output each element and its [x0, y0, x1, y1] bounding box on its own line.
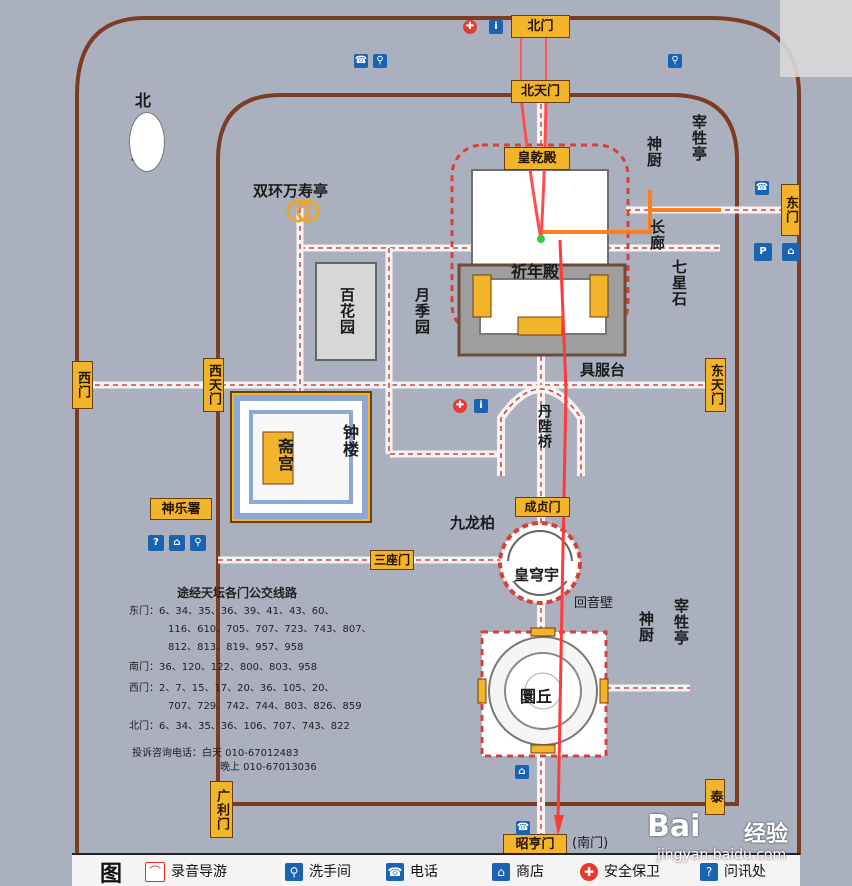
parking-icon[interactable]: P — [754, 243, 772, 261]
yuejiyuan-label: 月季园 — [413, 287, 431, 335]
tai-gate[interactable]: 泰 — [705, 779, 725, 815]
zaishengting-bottom-label: 宰牲亭 — [672, 598, 690, 646]
legend-security: ✚安全保卫 — [580, 861, 660, 881]
toilet-icon[interactable]: ⚲ — [373, 54, 387, 68]
info-icon[interactable]: i — [489, 20, 503, 34]
transit-east-3: 812、813、819、957、958 — [168, 642, 304, 653]
west-heaven-gate[interactable]: 西天门 — [203, 358, 224, 412]
shop-icon[interactable]: ⌂ — [169, 535, 185, 551]
toilet-icon[interactable]: ⚲ — [190, 535, 206, 551]
transit-title: 途经天坛各门公交线路 — [177, 586, 298, 600]
shop-icon[interactable]: ⌂ — [782, 243, 800, 261]
qixingshi-label: 七星石 — [670, 259, 688, 307]
legend-bar — [72, 853, 800, 886]
shop-icon: ⌂ — [492, 863, 510, 881]
security-icon[interactable]: ✚ — [453, 399, 467, 413]
transit-east-2: 116、610、705、707、723、743、807、 — [168, 624, 372, 635]
transit-complaint: 投诉咨询电话：白天 010-67012483 — [132, 748, 299, 759]
audio-guide-icon: ⌒ — [145, 862, 165, 882]
zhaigong-label: 斋宫 — [275, 438, 294, 472]
help-icon[interactable]: ? — [148, 535, 164, 551]
three-gate[interactable]: 三座门 — [370, 550, 414, 570]
phone-icon: ☎ — [386, 863, 404, 881]
zhonglou-label: 钟楼 — [340, 424, 359, 458]
guangli-gate[interactable]: 广利门 — [210, 781, 233, 838]
phone-icon[interactable]: ☎ — [516, 821, 530, 835]
east-gate[interactable]: 东门 — [781, 184, 800, 236]
shuanghuan-label: 双环万寿亭 — [253, 182, 329, 200]
transit-complaint-2: 晚上 010-67013036 — [220, 762, 317, 773]
jufutai-label: 具服台 — [580, 361, 626, 379]
huiyinbi-label: 回音壁 — [574, 596, 614, 611]
route-orange — [542, 190, 652, 234]
phone-icon[interactable]: ☎ — [755, 181, 769, 195]
legend-audio: ⌒录音导游 — [145, 861, 227, 882]
chengzhen-gate[interactable]: 成贞门 — [515, 497, 570, 517]
security-icon: ✚ — [580, 863, 598, 881]
south-gate-note: (南门) — [572, 836, 609, 851]
info-icon[interactable]: i — [474, 399, 488, 413]
legend-figure: 图 — [100, 862, 123, 886]
north-gate[interactable]: 北门 — [511, 15, 570, 38]
security-icon[interactable]: ✚ — [463, 20, 477, 34]
transit-east-1: 东门：6、34、35、36、39、41、43、60、 — [129, 606, 335, 617]
baihuayuan-label: 百花园 — [338, 287, 356, 335]
huangqian-hall[interactable]: 皇乾殿 — [504, 147, 570, 170]
qinian-label: 祈年殿 — [511, 262, 560, 281]
north-label: 北 — [135, 91, 152, 110]
north-heaven-gate[interactable]: 北天门 — [511, 80, 570, 103]
west-gate[interactable]: 西门 — [72, 361, 93, 409]
changlang-label: 长廊 — [648, 219, 666, 251]
legend-shop: ⌂商店 — [492, 861, 544, 881]
legend-info: ?问讯处 — [700, 861, 766, 881]
watermark-url: jingyan.baidu.com — [657, 847, 787, 863]
toilet-icon: ⚲ — [285, 863, 303, 881]
south-gate[interactable]: 昭亨门 — [503, 834, 567, 855]
shenchu-top-label: 神厨 — [645, 136, 663, 168]
watermark-jingyan: 经验 — [744, 822, 789, 847]
transit-south: 南门：36、120、122、800、803、958 — [129, 662, 318, 673]
transit-west-1: 西门：2、7、15、17、20、36、105、20、 — [129, 683, 335, 694]
danbiqiao-label: 丹陛桥 — [536, 404, 552, 449]
toilet-icon[interactable]: ⚲ — [668, 54, 682, 68]
shenleshu[interactable]: 神乐署 — [150, 498, 212, 520]
baihuayuan-box — [315, 262, 377, 361]
east-heaven-gate[interactable]: 东天门 — [705, 358, 726, 412]
shop-icon[interactable]: ⌂ — [515, 765, 529, 779]
jiulongbai-label: 九龙柏 — [450, 514, 496, 532]
huangqiongyu-label: 皇穹宇 — [514, 566, 560, 584]
north-arrow-badge — [129, 112, 165, 172]
yuanqiu-label: 圜丘 — [520, 687, 553, 706]
legend-toilet: ⚲洗手间 — [285, 861, 351, 881]
inner-wall — [216, 93, 739, 806]
watermark-bai: Bai — [647, 809, 701, 844]
legend-phone: ☎电话 — [386, 863, 438, 881]
phone-icon[interactable]: ☎ — [354, 54, 368, 68]
zaishengting-top-label: 宰牲亭 — [690, 114, 708, 162]
shenchu-bottom-label: 神厨 — [637, 611, 655, 643]
help-icon: ? — [700, 863, 718, 881]
transit-north: 北门：6、34、35、36、106、707、743、822 — [129, 721, 350, 732]
transit-west-2: 707、729、742、744、803、826、859 — [168, 701, 362, 712]
